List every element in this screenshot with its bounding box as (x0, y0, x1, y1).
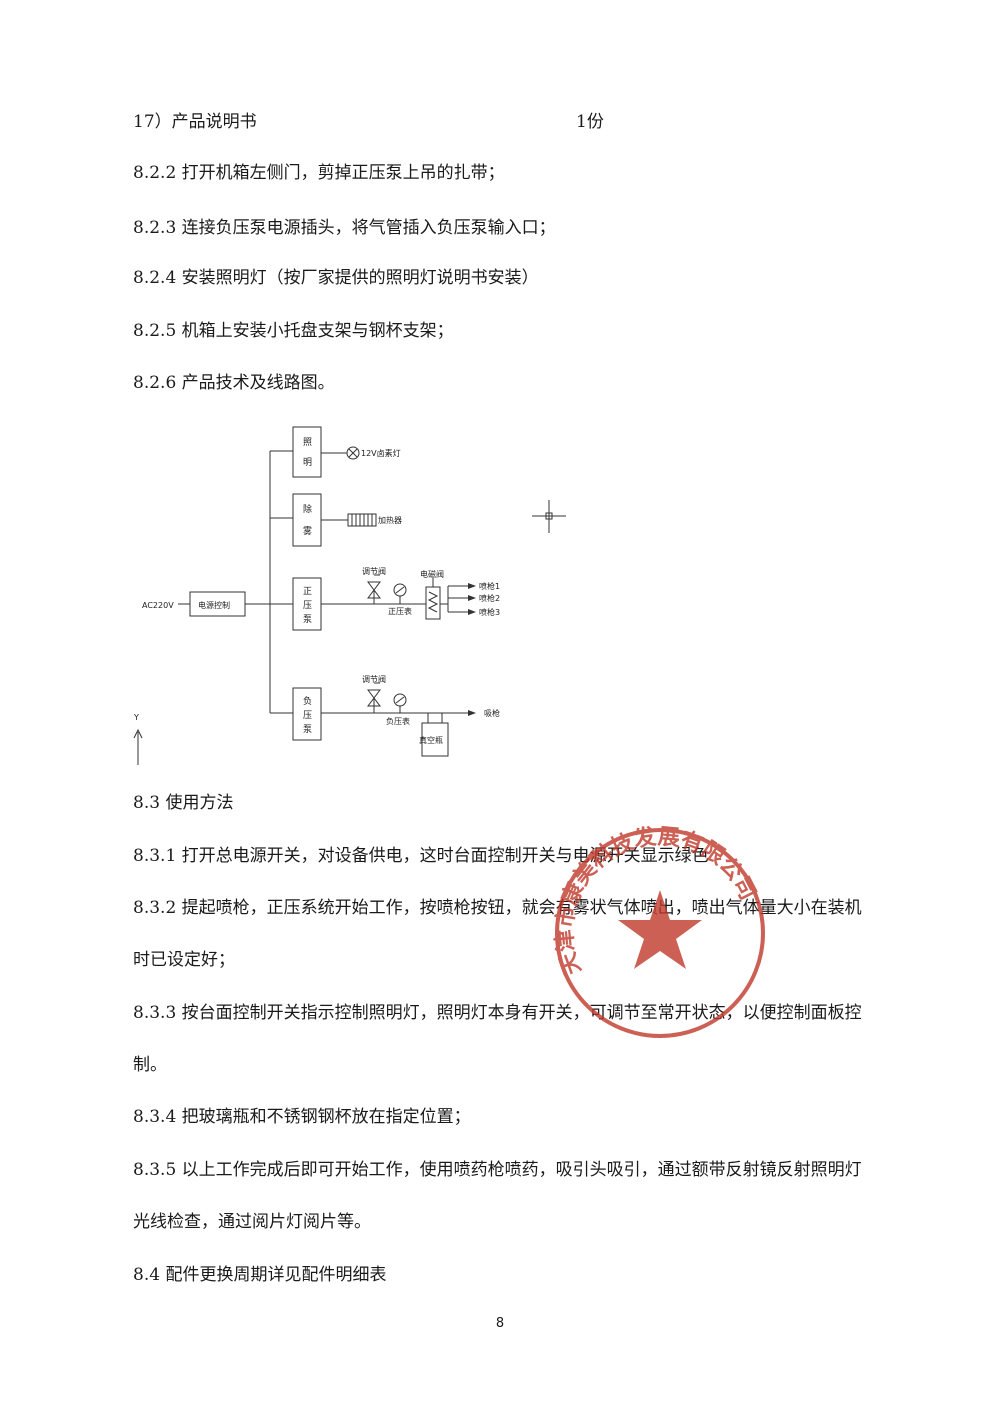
defog-box-char-2: 雾 (303, 526, 312, 537)
vacuum-bottle-label: 真空瓶 (419, 735, 443, 745)
step-8-2-2: 8.2.2 打开机箱左侧门，剪掉正压泵上吊的扎带； (133, 163, 505, 183)
heater-label: 加热器 (378, 515, 402, 525)
step-8-3-2-line-2: 时已设定好； (133, 950, 235, 970)
step-8-2-5: 8.2.5 机箱上安装小托盘支架与钢杯支架； (133, 321, 454, 341)
step-8-3-5-line-1: 8.3.5 以上工作完成后即可开始工作，使用喷药枪喷药，吸引头吸引，通过额带反射… (133, 1160, 862, 1180)
section-8-4: 8.4 配件更换周期详见配件明细表 (133, 1265, 387, 1285)
lighting-box-char-1: 照 (303, 437, 312, 448)
negative-pump-char-3: 泵 (303, 724, 312, 735)
ac220v-label: AC220V (142, 601, 174, 610)
step-8-3-3-line-2: 制。 (133, 1055, 167, 1075)
page-number: 8 (495, 1316, 505, 1331)
step-8-3-1: 8.3.1 打开总电源开关，对设备供电，这时台面控制开关与电源开关显示绿色 (133, 846, 709, 866)
positive-pump-char-3: 泵 (303, 614, 312, 625)
positive-pump-char-1: 正 (303, 587, 312, 597)
positive-gauge-label: 正压表 (388, 606, 412, 616)
negative-pump-char-1: 负 (303, 695, 312, 707)
negative-pump-char-2: 压 (303, 710, 312, 721)
step-8-3-4: 8.3.4 把玻璃瓶和不锈钢钢杯放在指定位置； (133, 1107, 471, 1127)
solenoid-valve-label: 电磁阀 (420, 569, 444, 579)
company-seal: 天津市康美科技发展有限公司 (551, 823, 765, 1038)
defog-box-char-1: 除 (303, 503, 312, 515)
step-8-3-3-line-1: 8.3.3 按台面控制开关指示控制照明灯，照明灯本身有开关，可调节至常开状态，以… (133, 1003, 862, 1023)
y-axis-label: Y (133, 713, 139, 722)
step-8-2-6: 8.2.6 产品技术及线路图。 (133, 373, 335, 393)
spray-gun-3-label: 喷枪3 (479, 607, 500, 617)
svg-text:天津市康美科技发展有限公司: 天津市康美科技发展有限公司 (551, 823, 760, 978)
negative-gauge-label: 负压表 (386, 716, 410, 726)
seal-text: 天津市康美科技发展有限公司 (551, 823, 760, 978)
power-control-label: 电源控制 (198, 600, 230, 610)
regulating-valve-label: 调节阀 (362, 567, 386, 576)
step-8-2-3: 8.2.3 连接负压泵电源插头，将气管插入负压泵输入口； (133, 218, 556, 238)
item-17-quantity: 1份 (576, 112, 604, 132)
suction-gun-label: 吸枪 (484, 708, 500, 718)
spray-gun-2-label: 喷枪2 (479, 593, 500, 603)
item-17-label: 17）产品说明书 (133, 112, 257, 132)
positive-pump-char-2: 压 (303, 600, 312, 611)
halogen-lamp-label: 12V卤素灯 (361, 448, 401, 458)
circuit-diagram: AC220V 电源控制 照 明 除 雾 正 压 泵 负 压 泵 12V卤素灯 加… (133, 426, 566, 765)
regulating-valve-label-2: 调节阀 (362, 675, 386, 684)
step-8-3-5-line-2: 光线检查，通过阅片灯阅片等。 (133, 1212, 371, 1232)
lighting-box-char-2: 明 (303, 457, 312, 468)
section-8-3-heading: 8.3 使用方法 (133, 793, 234, 813)
spray-gun-1-label: 喷枪1 (479, 581, 500, 591)
step-8-3-2-line-1: 8.3.2 提起喷枪，正压系统开始工作，按喷枪按钮，就会有雾状气体喷出，喷出气体… (133, 898, 862, 918)
step-8-2-4: 8.2.4 安装照明灯（按厂家提供的照明灯说明书安装） (133, 268, 539, 288)
